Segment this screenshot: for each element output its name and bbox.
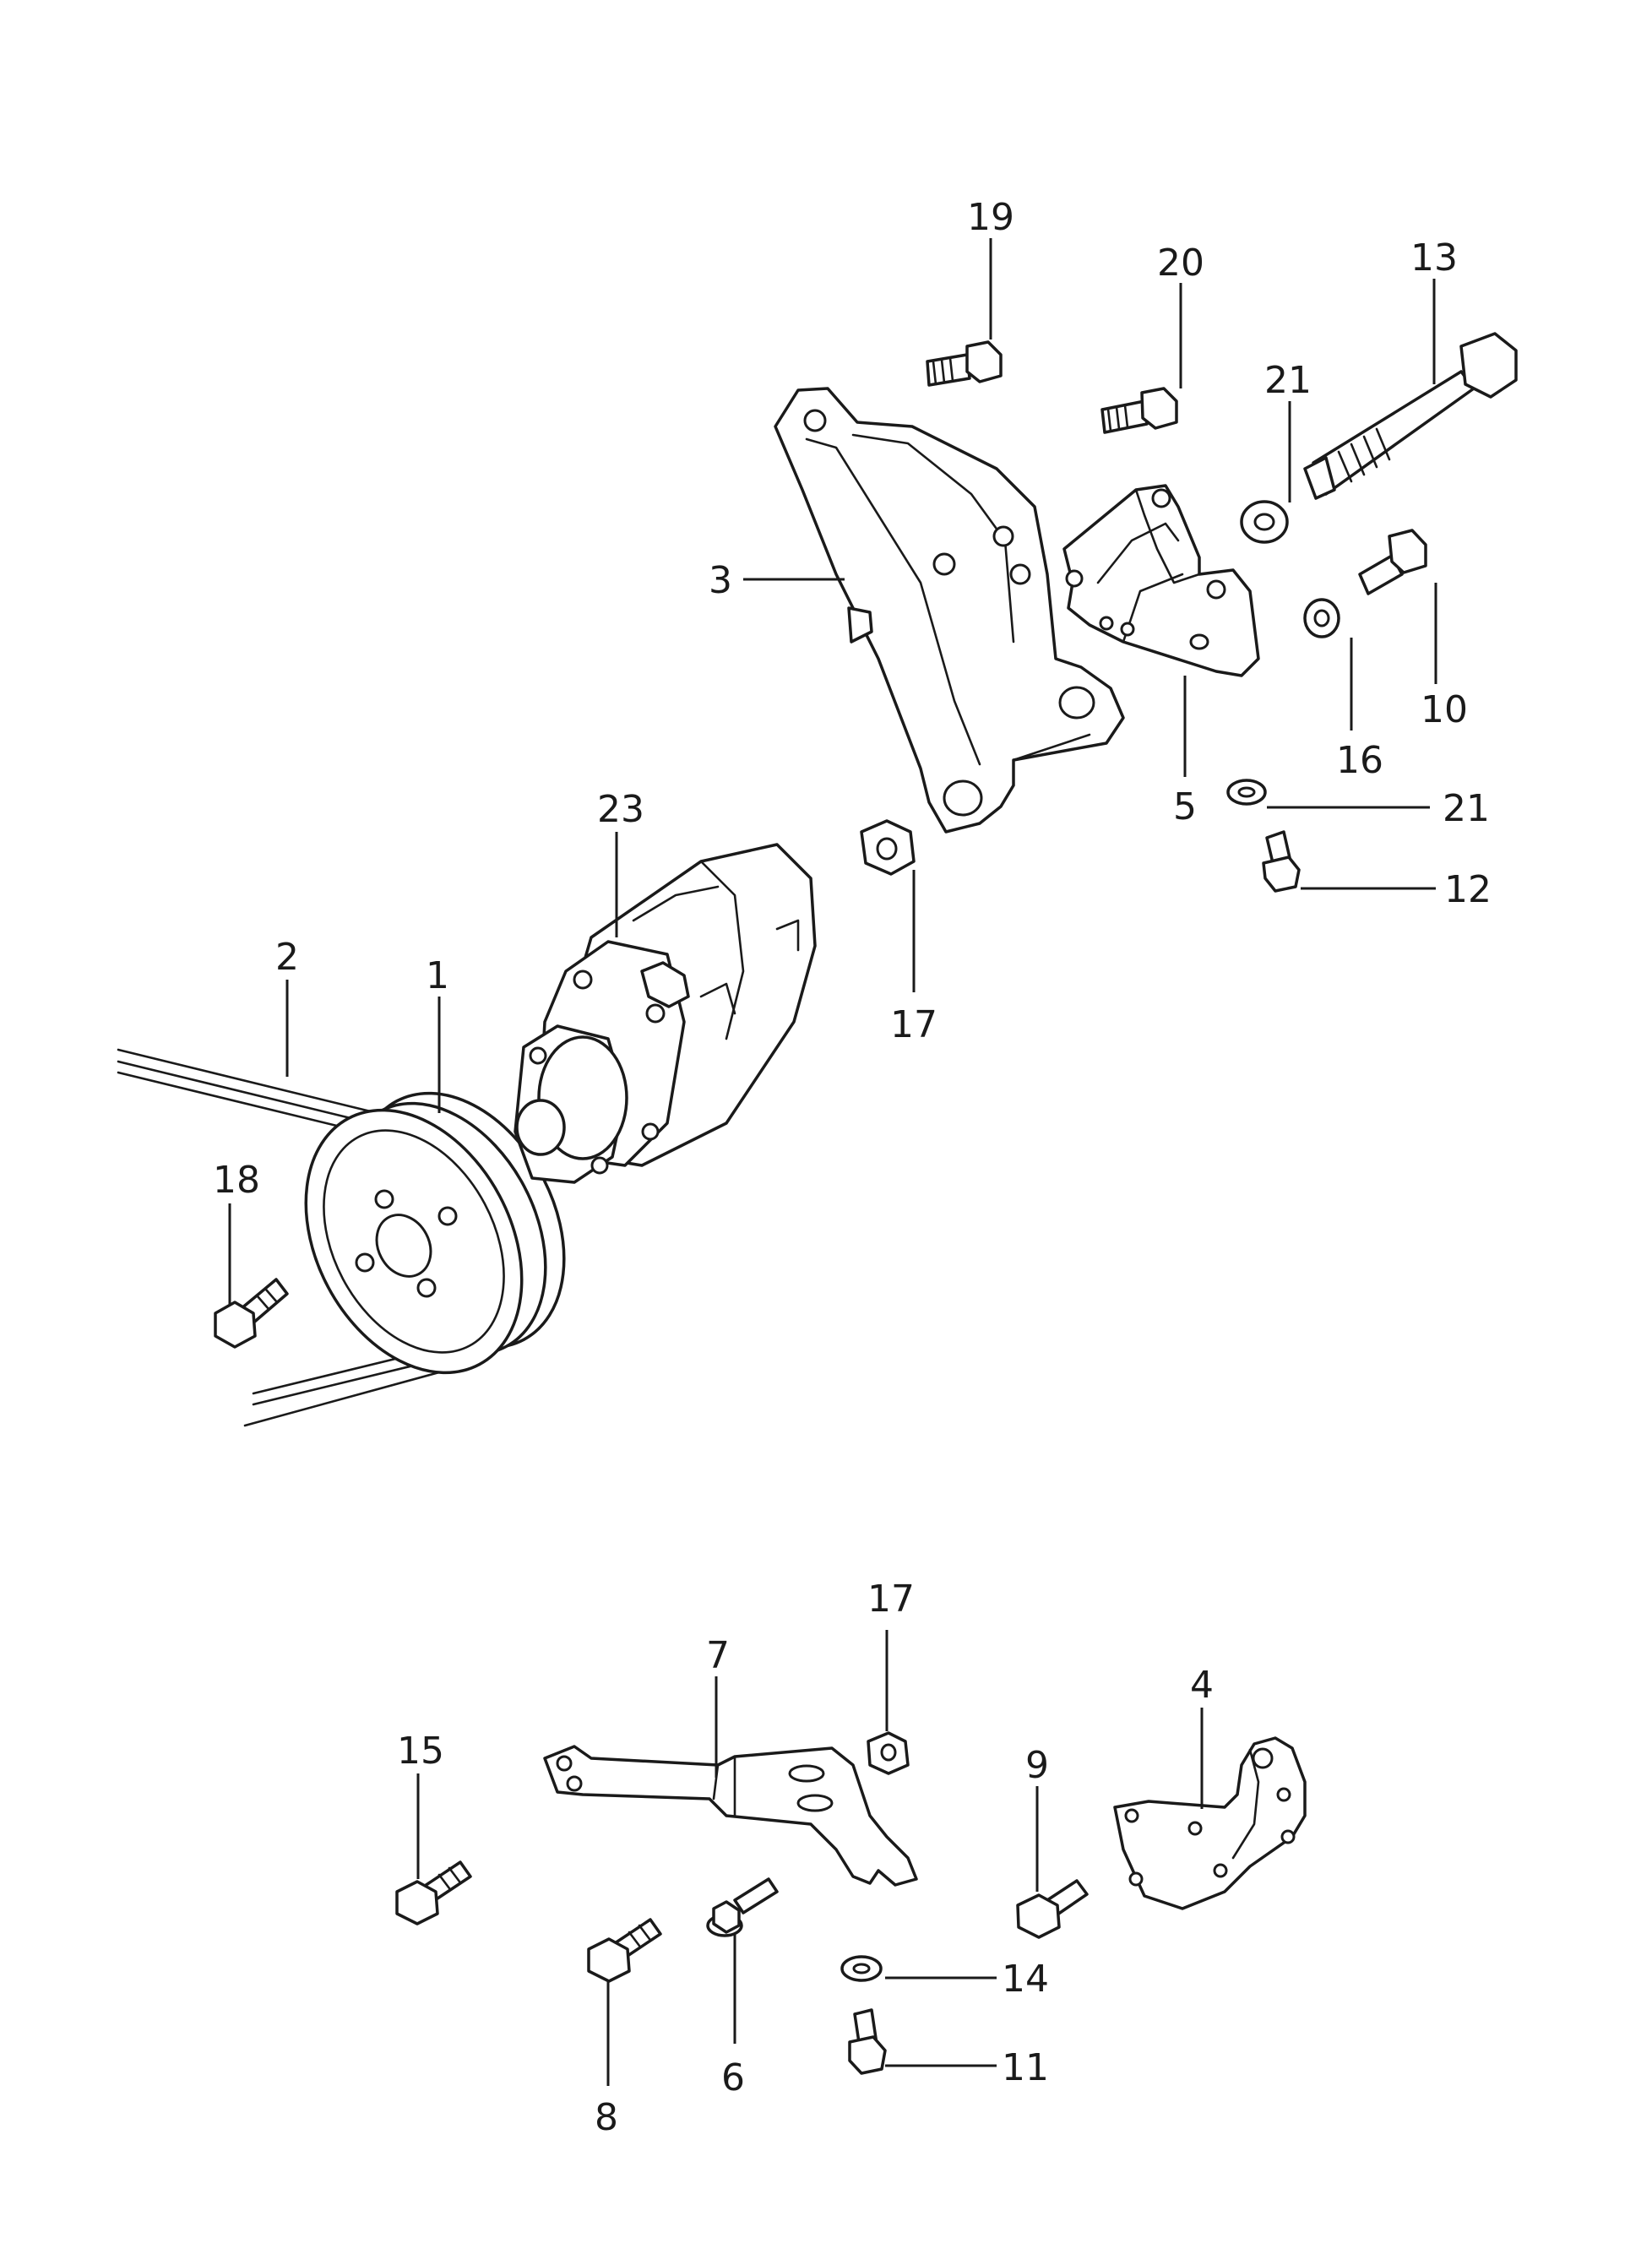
v-belt bbox=[117, 1048, 441, 1427]
callout-8: 8 bbox=[595, 2096, 618, 2139]
bolt-8 bbox=[587, 1918, 662, 1983]
bolt-11 bbox=[848, 2008, 887, 2075]
nut-17-upper bbox=[860, 819, 916, 876]
callout-11: 11 bbox=[1002, 2046, 1049, 2089]
callout-13: 13 bbox=[1410, 236, 1458, 280]
callout-9: 9 bbox=[1025, 1744, 1049, 1787]
callout-3: 3 bbox=[709, 559, 732, 602]
callout-20: 20 bbox=[1157, 242, 1204, 285]
bolt-20 bbox=[1100, 387, 1178, 434]
callout-7: 7 bbox=[706, 1634, 730, 1677]
callout-10: 10 bbox=[1421, 688, 1468, 731]
bracket-3 bbox=[774, 387, 1125, 834]
callout-17a: 17 bbox=[890, 1003, 937, 1046]
callout-1: 1 bbox=[426, 954, 449, 997]
screw-6 bbox=[706, 1877, 779, 1937]
washer-14 bbox=[840, 1955, 883, 1982]
nut-17-lower bbox=[867, 1731, 910, 1775]
callout-18: 18 bbox=[213, 1159, 260, 1202]
callout-17b: 17 bbox=[867, 1578, 915, 1621]
callout-6: 6 bbox=[721, 2056, 745, 2099]
steering-pump bbox=[514, 843, 817, 1184]
callout-19a: 19 bbox=[967, 196, 1014, 239]
callout-labels: 19 20 13 21 3 10 16 5 21 23 12 2 1 17 18… bbox=[213, 196, 1492, 2139]
callout-23: 23 bbox=[597, 788, 644, 831]
pulley bbox=[304, 1091, 566, 1375]
callout-21a: 21 bbox=[1264, 359, 1312, 402]
bolt-12 bbox=[1262, 830, 1301, 893]
bolt-15 bbox=[395, 1860, 472, 1925]
washer-21-upper bbox=[1240, 500, 1289, 544]
bracket-5 bbox=[1062, 484, 1260, 677]
bracket-7 bbox=[543, 1745, 918, 1887]
bolt-10 bbox=[1358, 529, 1427, 595]
callout-2: 2 bbox=[275, 936, 299, 979]
callout-16: 16 bbox=[1336, 739, 1383, 782]
leader-lines bbox=[228, 238, 1437, 2086]
callout-14: 14 bbox=[1002, 1958, 1049, 2001]
callout-5: 5 bbox=[1173, 785, 1197, 828]
washer-21-lower bbox=[1226, 779, 1267, 806]
bolt-13 bbox=[1303, 332, 1518, 500]
callout-4: 4 bbox=[1190, 1664, 1214, 1707]
callout-21b: 21 bbox=[1443, 787, 1490, 830]
callout-15: 15 bbox=[397, 1730, 444, 1773]
callout-12: 12 bbox=[1444, 868, 1492, 911]
bracket-4 bbox=[1113, 1736, 1307, 1910]
bolt-9 bbox=[1016, 1879, 1089, 1939]
bolt-18 bbox=[214, 1278, 289, 1349]
washer-16 bbox=[1303, 598, 1340, 638]
bolt-19 bbox=[926, 340, 1003, 387]
